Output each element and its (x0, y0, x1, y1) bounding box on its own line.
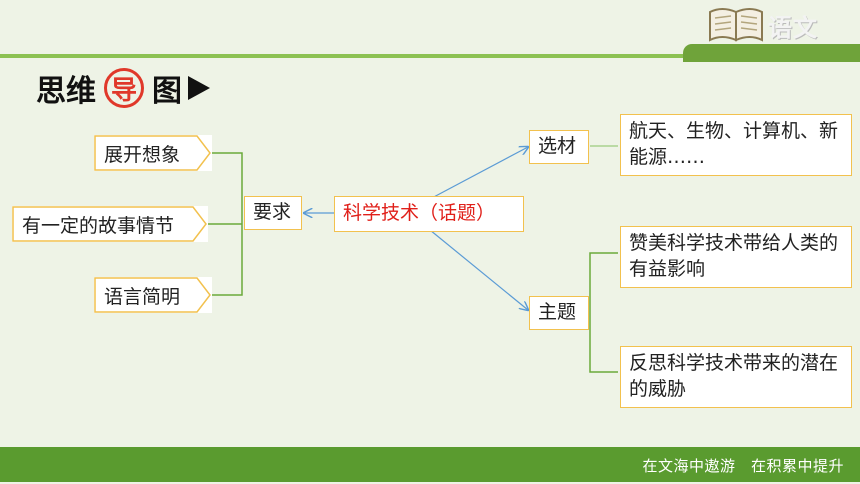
requirement-label-3: 语言简明 (104, 285, 181, 308)
footer-slogan: 在文海中遨游 在积累中提升 (642, 457, 844, 475)
theme-item-1: 赞美科学技术带给人类的有益影响 (620, 226, 852, 288)
title-left: 思维 (36, 74, 96, 109)
requirement-node: 要求 (244, 196, 302, 230)
play-triangle-icon (188, 76, 210, 100)
title-right: 图 (152, 74, 182, 109)
book-icon (709, 8, 763, 42)
requirement-label-2: 有一定的故事情节 (22, 214, 175, 237)
footer-bar: 在文海中遨游 在积累中提升 (0, 447, 860, 482)
material-content: 航天、生物、计算机、新能源…… (620, 114, 852, 176)
theme-item-2: 反思科学技术带来的潜在的威胁 (620, 346, 852, 408)
title-circle-char: 导 (104, 68, 144, 108)
requirement-label-1: 展开想象 (104, 143, 181, 166)
page-title: 思维 导 图 (36, 68, 210, 109)
subject-label: 语文 (768, 14, 818, 42)
header-tab (683, 44, 860, 62)
requirement-item-2: 有一定的故事情节 (12, 206, 208, 242)
requirement-item-3: 语言简明 (94, 277, 212, 313)
center-topic: 科学技术（话题） (334, 196, 524, 232)
header-divider (0, 54, 860, 58)
theme-node: 主题 (529, 296, 589, 330)
material-node: 选材 (529, 130, 589, 164)
requirement-item-1: 展开想象 (94, 135, 212, 171)
